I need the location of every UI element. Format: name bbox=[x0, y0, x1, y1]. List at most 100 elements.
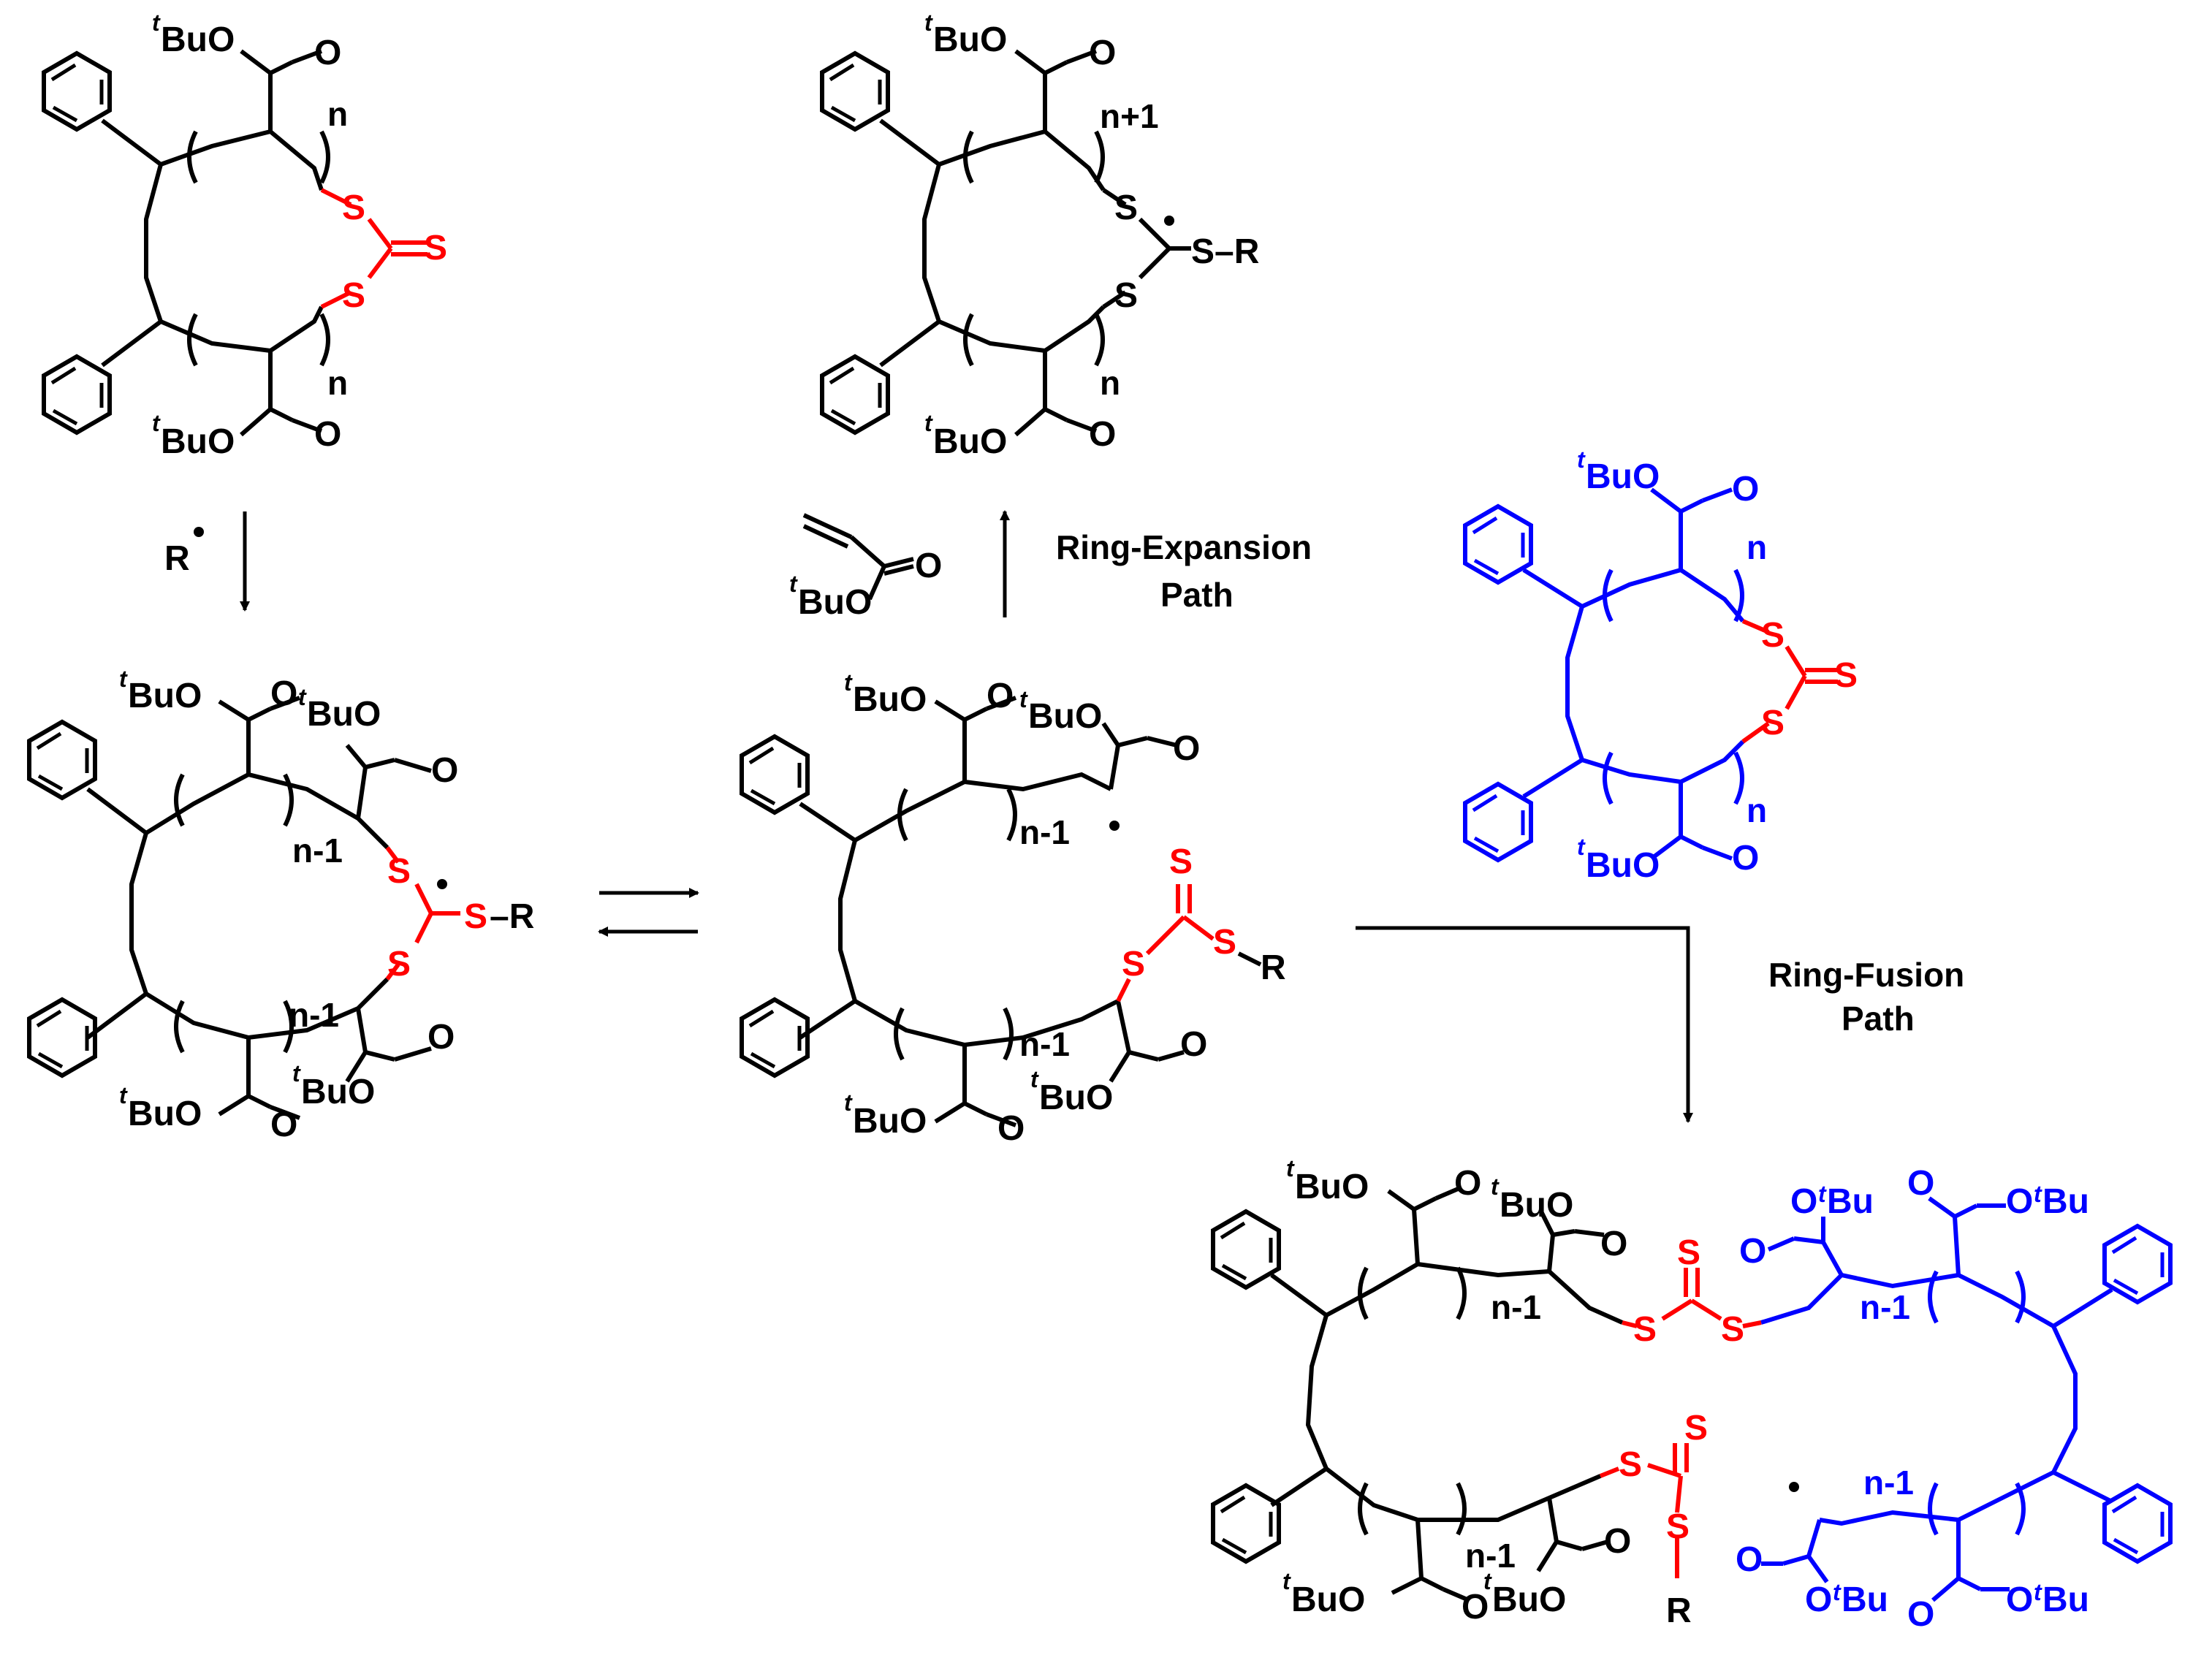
svg-text:BuO: BuO bbox=[933, 422, 1007, 461]
svg-text:Bu: Bu bbox=[1827, 1182, 1874, 1221]
benzene-ring-icon bbox=[742, 1000, 807, 1076]
benzene-ring-icon bbox=[1465, 784, 1531, 860]
svg-text:t: t bbox=[1833, 1579, 1842, 1605]
radical-dot-icon bbox=[437, 879, 447, 889]
svg-text:BuO: BuO bbox=[307, 695, 381, 734]
svg-text:BuO: BuO bbox=[128, 677, 202, 715]
svg-text:t: t bbox=[1483, 1568, 1492, 1594]
svg-text:t: t bbox=[152, 410, 161, 436]
svg-text:BuO: BuO bbox=[1500, 1186, 1573, 1225]
svg-text:O: O bbox=[1604, 1522, 1631, 1561]
svg-text:n: n bbox=[1747, 528, 1767, 566]
reaction-arrow-icon bbox=[1356, 926, 1693, 1123]
ring-expansion-label-path: Path bbox=[1160, 576, 1234, 614]
svg-text:O: O bbox=[427, 1018, 455, 1057]
svg-text:O: O bbox=[997, 1109, 1025, 1148]
svg-text:O: O bbox=[2006, 1182, 2033, 1221]
svg-text:S: S bbox=[1761, 704, 1785, 742]
svg-text:n: n bbox=[1100, 364, 1120, 402]
svg-text:R: R bbox=[1666, 1591, 1692, 1630]
svg-text:t: t bbox=[844, 1089, 853, 1116]
label-o: O bbox=[314, 415, 341, 454]
svg-text:t: t bbox=[1577, 834, 1586, 860]
label-r-radical: R bbox=[164, 539, 190, 578]
svg-text:O: O bbox=[1089, 34, 1116, 72]
svg-text:O: O bbox=[270, 1106, 297, 1144]
svg-text:n-1: n-1 bbox=[292, 832, 343, 870]
svg-text:S: S bbox=[1834, 656, 1858, 695]
svg-text:t: t bbox=[292, 1060, 301, 1087]
svg-text:t: t bbox=[924, 9, 933, 36]
macrocycle-second bbox=[1465, 487, 1745, 860]
tbu-acrylate bbox=[802, 513, 914, 601]
label-n: n bbox=[327, 95, 348, 133]
svg-text:BuO: BuO bbox=[1028, 697, 1102, 736]
svg-text:t: t bbox=[1577, 446, 1586, 473]
svg-text:S: S bbox=[1213, 923, 1236, 962]
svg-text:n-1: n-1 bbox=[1465, 1537, 1516, 1575]
svg-text:t: t bbox=[152, 9, 161, 36]
svg-text:S: S bbox=[387, 945, 411, 984]
svg-text:O: O bbox=[431, 751, 458, 790]
svg-text:S: S bbox=[1169, 842, 1193, 881]
svg-text:S: S bbox=[1666, 1507, 1690, 1546]
label-tbuo: BuO bbox=[161, 20, 235, 59]
benzene-ring-icon bbox=[742, 737, 807, 813]
svg-text:O: O bbox=[1907, 1595, 1934, 1634]
svg-text:n-1: n-1 bbox=[1019, 1025, 1070, 1063]
svg-text:n-1: n-1 bbox=[1019, 813, 1070, 851]
svg-text:R: R bbox=[1261, 948, 1286, 987]
svg-text:t: t bbox=[1282, 1568, 1291, 1594]
svg-text:O: O bbox=[1790, 1182, 1817, 1221]
label-n-plus-1: n+1 bbox=[1100, 97, 1159, 135]
svg-text:BuO: BuO bbox=[1586, 846, 1660, 885]
svg-text:S: S bbox=[1619, 1445, 1642, 1484]
ring-expansion-label: Ring-Expansion bbox=[1056, 528, 1312, 566]
benzene-ring-icon bbox=[822, 357, 888, 433]
macrocycle-expanded bbox=[822, 49, 1106, 437]
radical-dot-icon bbox=[1109, 821, 1120, 831]
svg-text:t: t bbox=[924, 410, 933, 436]
svg-text:S: S bbox=[1761, 616, 1785, 655]
svg-text:O: O bbox=[1805, 1580, 1832, 1619]
svg-text:n: n bbox=[1747, 791, 1767, 829]
svg-text:t: t bbox=[1019, 686, 1028, 712]
label-n: n bbox=[327, 364, 348, 402]
svg-text:t: t bbox=[2034, 1181, 2042, 1207]
benzene-ring-icon bbox=[44, 53, 110, 129]
svg-text:O: O bbox=[1600, 1225, 1627, 1263]
equilibrium-arrows-icon bbox=[598, 888, 699, 937]
svg-text:t: t bbox=[1030, 1066, 1039, 1092]
benzene-ring-icon bbox=[2105, 1226, 2170, 1302]
svg-text:n-1: n-1 bbox=[1491, 1288, 1541, 1326]
svg-text:t: t bbox=[1491, 1173, 1500, 1200]
svg-text:BuO: BuO bbox=[1039, 1078, 1113, 1117]
svg-text:t: t bbox=[119, 666, 128, 692]
benzene-ring-icon bbox=[44, 357, 110, 433]
fused-product-left bbox=[1213, 1185, 1624, 1602]
svg-text:O: O bbox=[1180, 1025, 1207, 1064]
svg-text:BuO: BuO bbox=[1492, 1580, 1566, 1619]
svg-text:O: O bbox=[270, 674, 297, 713]
svg-text:t: t bbox=[119, 1082, 128, 1108]
label-s: S bbox=[342, 276, 365, 315]
svg-text:BuO: BuO bbox=[128, 1095, 202, 1133]
macrocycle-start bbox=[44, 49, 330, 437]
fused-product-right bbox=[1760, 1196, 2170, 1602]
svg-text:O: O bbox=[1907, 1164, 1934, 1203]
benzene-ring-icon bbox=[29, 1000, 95, 1076]
svg-text:n-1: n-1 bbox=[1863, 1464, 1914, 1502]
svg-text:O: O bbox=[1739, 1232, 1766, 1271]
benzene-ring-icon bbox=[29, 722, 95, 798]
svg-text:O: O bbox=[1732, 839, 1759, 878]
benzene-ring-icon bbox=[822, 53, 888, 129]
benzene-ring-icon bbox=[1213, 1211, 1279, 1287]
svg-text:Bu: Bu bbox=[1842, 1580, 1888, 1619]
svg-text:BuO: BuO bbox=[1295, 1168, 1369, 1206]
svg-text:S: S bbox=[1677, 1233, 1700, 1272]
svg-text:S: S bbox=[1684, 1409, 1708, 1447]
svg-text:O: O bbox=[1173, 729, 1200, 768]
svg-text:t: t bbox=[298, 684, 307, 710]
